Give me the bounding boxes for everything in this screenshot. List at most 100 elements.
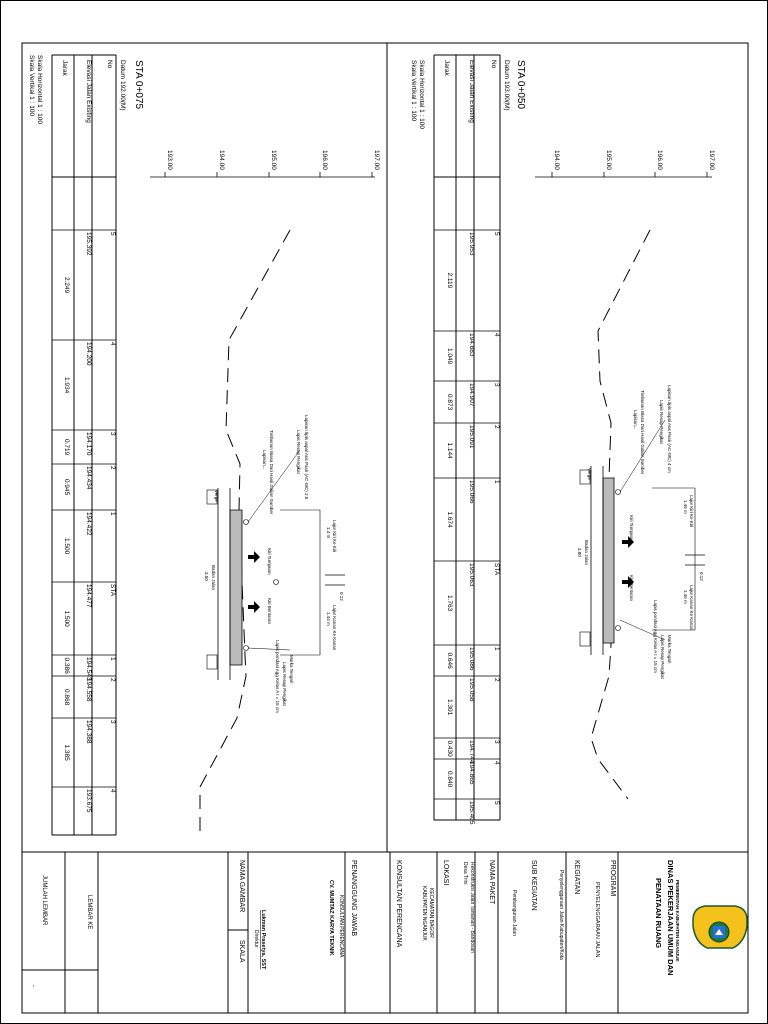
ann-shoulder-width-a: 3.80 xyxy=(577,548,582,557)
station-label: 2 xyxy=(109,466,116,470)
ann-surface-b: Lapisan tipis aspal Aus Pasir (AC-WC) 2.… xyxy=(304,415,309,500)
ann-agg-tack-b: Lapis Resap Pengikat xyxy=(282,662,287,707)
existing-ground-line-b xyxy=(199,229,291,835)
station-label: 3 xyxy=(109,720,116,724)
ann-agg-tack-a: Lapis Resap Pengikat xyxy=(660,635,665,680)
y-tick-a-3: 196.00 xyxy=(656,150,663,170)
distance-value: 0.840 xyxy=(446,771,453,788)
distance-value: 0.945 xyxy=(63,479,70,496)
station-label: 2 xyxy=(493,678,500,682)
ann-agg-base-a: Lapis pondasi Agg Kelas A t = 15 cm xyxy=(653,600,658,673)
jumlah-value: - xyxy=(30,985,36,987)
distance-value: 0.719 xyxy=(63,439,70,456)
distance-value: 1.500 xyxy=(63,538,70,555)
section-title-b: STA 0+075 xyxy=(133,60,144,109)
ann-base-a: Timbunan Biasa Dari Hasil Galian Sumber xyxy=(640,390,645,475)
drawing-border xyxy=(21,42,749,1014)
distance-value: 0.646 xyxy=(446,653,453,670)
elevation-value: 194.388 xyxy=(85,720,92,744)
ann-lane-left-width-a: 1.46 m xyxy=(683,500,688,514)
ann-verge-a: Verge xyxy=(587,468,592,480)
station-label: 5 xyxy=(493,232,500,236)
ann-base-b: Timbunan Biasa Dari Hasil Galian Sumber xyxy=(269,430,274,515)
ann-slope-right-a: Kiri Bentaran xyxy=(629,575,634,602)
kegiatan-label: KEGIATAN xyxy=(573,860,580,894)
ann-sub-a: Lapisan... xyxy=(633,410,638,430)
elevation-value: 195.405 xyxy=(468,801,475,825)
station-label: 4 xyxy=(109,789,116,793)
station-label: 1 xyxy=(109,657,116,661)
ann-shoulder-a: Badan Jalan xyxy=(584,540,589,566)
distance-value: 1.049 xyxy=(446,348,453,365)
distance-value: 0.868 xyxy=(63,689,70,706)
title-block: DINAS PEKERJAAN UMUM DAN PENATAAN RUANG … xyxy=(22,852,748,1013)
data-table-b xyxy=(51,54,117,836)
elevation-value: 195.086 xyxy=(468,647,475,671)
cross-section-sta-0-050: No Elevasi Jalan Existing Jarak Datum 19… xyxy=(410,54,715,825)
station-label: STA xyxy=(109,584,116,597)
datum-label-b: Datum 192.00(M) xyxy=(119,60,126,111)
ann-center-a: Marka Tengah xyxy=(667,635,672,664)
pj-value-2: CV. MUMTAZ KARYA TEKNIK xyxy=(328,880,334,956)
ann-shoulder-b: Badan Jalan xyxy=(211,565,216,591)
y-tick-a-2: 195.00 xyxy=(605,150,612,170)
distance-value: 1.674 xyxy=(446,512,453,529)
station-label: 4 xyxy=(493,333,500,337)
elevation-value: 194.477 xyxy=(85,584,92,608)
ann-center-b: Marka Tengah xyxy=(289,655,294,684)
lokasi-label: LOKASI xyxy=(442,860,449,885)
distance-value: 2.119 xyxy=(446,273,453,289)
elevation-value: 195.063 xyxy=(468,563,475,587)
pj-value-1: KONSULTAN PERENCANA xyxy=(338,895,344,958)
ann-lane-left-b: Lajur Kiri Ke Kiri xyxy=(332,520,337,552)
distance-value: 1.500 xyxy=(63,611,70,628)
distance-value: 1.385 xyxy=(63,745,70,762)
station-label: 3 xyxy=(109,432,116,436)
row-label-elevasi-b: Elevasi Jalan Existing xyxy=(85,60,92,123)
elevation-value: 195.392 xyxy=(85,232,92,256)
station-label: 1 xyxy=(493,647,500,651)
station-label: STA xyxy=(493,563,500,576)
sub-kegiatan-label: SUB KEGIATAN xyxy=(530,860,537,911)
pj-label: PENANGGUNG JAWAB xyxy=(350,860,357,936)
distance-value: 1.934 xyxy=(63,377,70,394)
elevation-value: 194.865 xyxy=(468,761,475,785)
station-label: 2 xyxy=(109,678,116,682)
jumlah-label: JUMLAH LEMBAR xyxy=(41,875,47,926)
scale-v-b: Skala Vertikal 1 : 100 xyxy=(28,55,35,116)
paket-label: NAMA PAKET xyxy=(488,860,495,905)
row-label-jarak-a: Jarak xyxy=(443,60,450,77)
elevation-value: 194.543 xyxy=(85,657,92,681)
scale-h-b: Skala Horizontal 1 : 100 xyxy=(36,55,43,124)
ann-verge-b: Verge xyxy=(214,490,219,502)
ann-lane-right-width-b: 1.44 m xyxy=(326,612,331,626)
ann-lane-right-a: Lajur Kanan Ke Kanan xyxy=(689,585,694,631)
datum-label-a: Datum 193.00(M) xyxy=(503,60,510,111)
y-tick-b-3: 195.00 xyxy=(270,150,277,170)
program-label: PROGRAM xyxy=(609,860,616,896)
y-tick-b-2: 194.00 xyxy=(218,150,225,170)
lembar-label: LEMBAR KE xyxy=(86,895,92,929)
ann-slope-right-b: Kiri Bentaran xyxy=(267,598,272,625)
distance-value: 0.386 xyxy=(63,658,70,675)
y-tick-b-5: 197.00 xyxy=(373,150,380,170)
ann-gap-a: 0.12 xyxy=(699,572,704,581)
y-tick-b-1: 193.00 xyxy=(166,150,173,170)
ann-agg-base-b: Lapis pondasi Agg Kelas A t = 15 cm xyxy=(275,640,280,713)
elevation-value: 193.675 xyxy=(85,789,92,813)
regency-logo xyxy=(692,905,748,949)
ann-sub-b: Lapisan... xyxy=(262,450,267,470)
row-label-elevasi-a: Elevasi Jalan Existing xyxy=(468,60,475,123)
elevation-value: 195.066 xyxy=(468,480,475,504)
elevation-value: 194.558 xyxy=(85,678,92,702)
elevation-axis-b xyxy=(150,172,375,178)
gov-name: PEMERINTAH KABUPATEN NGANJUK xyxy=(675,880,680,963)
sub-kegiatan-value: Pembangunan Jalan xyxy=(511,890,517,936)
ann-surface-a: Lapisan tipis aspal Aus Pasir (AC-WC) 4 … xyxy=(667,385,672,473)
station-label: 3 xyxy=(493,383,500,387)
station-label: 1 xyxy=(109,512,116,516)
station-label: 3 xyxy=(493,740,500,744)
konsultan-label: KONSULTAN PERENCANA xyxy=(395,860,402,948)
elevation-value: 194.434 xyxy=(85,466,92,490)
